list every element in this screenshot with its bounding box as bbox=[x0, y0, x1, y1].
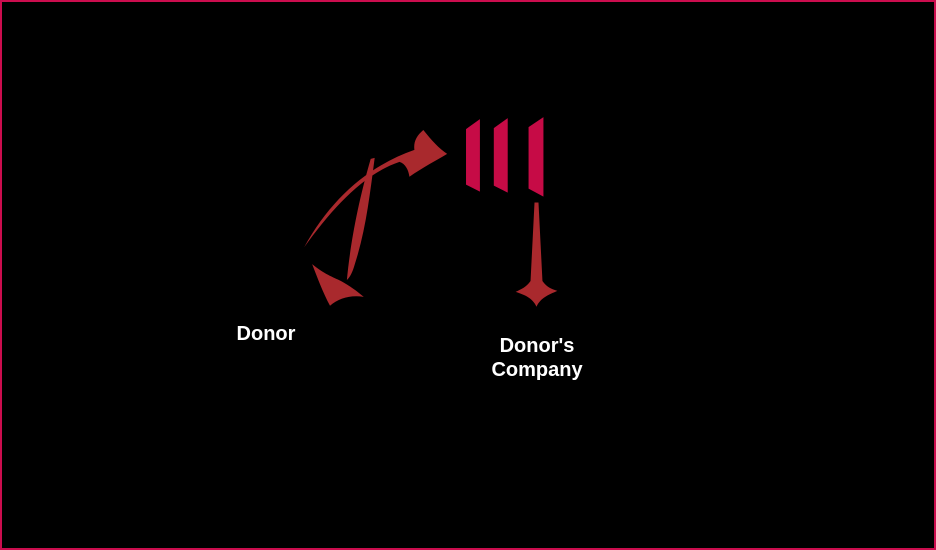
company-label-line1: Donor's bbox=[499, 335, 575, 357]
logo-to-company-arrow bbox=[515, 202, 558, 307]
logo-bar-left bbox=[466, 119, 480, 192]
logo-bar-right bbox=[528, 117, 544, 197]
logo-to-donor-arrow-shaft bbox=[346, 157, 375, 280]
logo-to-donor-arrow-head bbox=[312, 264, 364, 306]
three-bars-logo bbox=[466, 117, 544, 197]
logo-to-donor-arrow bbox=[312, 157, 375, 306]
company-label: Donor's Company bbox=[491, 334, 582, 382]
company-label-line2: Company bbox=[491, 359, 583, 381]
logo-bar-middle bbox=[493, 118, 508, 193]
donor-label: Donor bbox=[236, 323, 296, 345]
donor-to-logo-arrow bbox=[304, 130, 448, 248]
